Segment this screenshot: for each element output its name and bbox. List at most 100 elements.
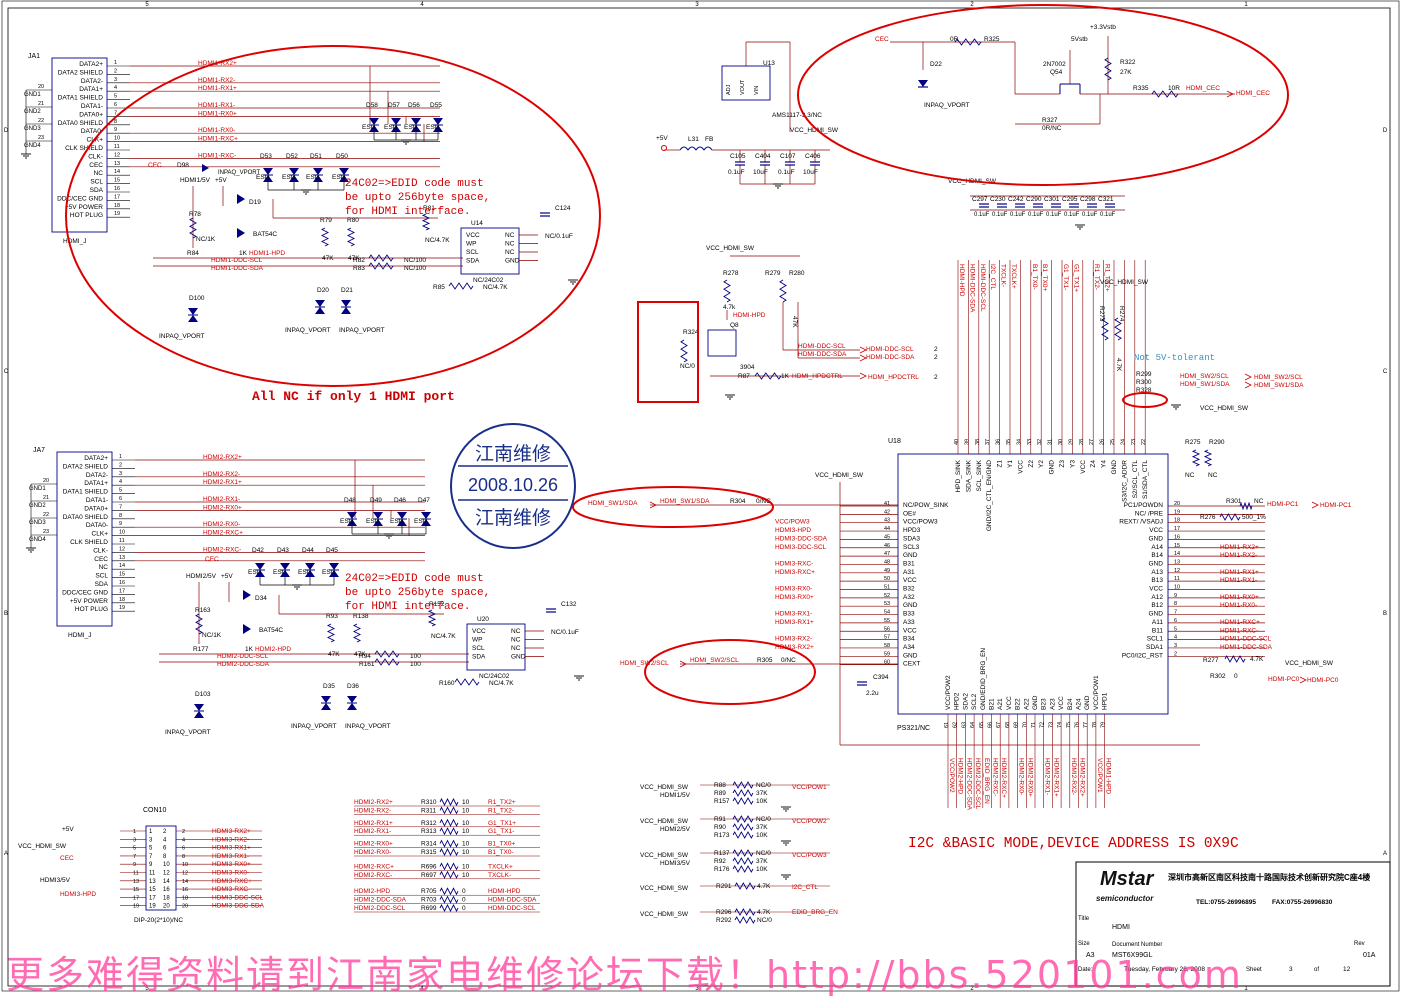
ic-pin-number: 78	[1092, 722, 1098, 728]
eeprom-pin: NC	[505, 241, 515, 248]
eeprom-pin: VCC	[466, 232, 480, 239]
net-label: HDMI2-RX0-	[1018, 758, 1025, 795]
connector-pin-number: 19	[114, 211, 120, 217]
address-resistor	[1114, 317, 1122, 341]
net-label: VCC_HDMI_SW	[1285, 660, 1334, 667]
forum-banner[interactable]: 更多难得资料请到江南家电维修论坛下载！http://bbs.520101.com	[6, 953, 1243, 997]
connector-pin-number: 1	[114, 60, 117, 66]
connector-pin-number: 5	[114, 94, 117, 100]
connector-gnd-label: GND2	[29, 503, 46, 509]
i2c-note: I2C &BASIC MODE,DEVICE ADDRESS IS 0X9C	[908, 836, 1239, 852]
date-label: Date:	[1078, 967, 1093, 973]
ic-pin-name: VCC	[1149, 586, 1163, 593]
part-value: 0R/NC	[1042, 125, 1062, 132]
divider-resistor	[732, 865, 754, 873]
esd-diode	[347, 512, 357, 519]
net-label: HDMI1-RXC+	[198, 136, 238, 143]
header-pin: 17	[149, 895, 156, 901]
eeprom-pin: WP	[472, 637, 482, 644]
resistor-ref: R314	[421, 841, 437, 848]
part-value: 0.1uF	[778, 169, 795, 176]
highlight-ellipse	[572, 486, 774, 528]
connector-pin-number: 18	[114, 203, 120, 209]
net-label: HDMI3-RXC-	[775, 560, 813, 567]
resistor-ref: R163	[195, 607, 211, 614]
ic-value: AMS1117-3.3/NC	[772, 112, 822, 119]
esd-diode	[347, 696, 357, 703]
grid-mark: B	[4, 611, 8, 617]
net-label: VCC/POW1	[792, 784, 827, 791]
tvs-label: ESD	[384, 124, 398, 131]
esd-diode	[411, 125, 421, 132]
wp-resistor	[421, 213, 431, 231]
ic-pin-name: Y4	[1101, 460, 1108, 468]
ic-pin-number: 52	[884, 593, 890, 599]
esd-diode	[373, 512, 383, 519]
connector-gnd-label: GND1	[29, 486, 46, 492]
net-label: HDMI_HPDCTRL	[792, 373, 843, 380]
offpage-net: HDMI-DDC-SDA	[866, 354, 915, 361]
connector-pin-number: 11	[114, 144, 120, 150]
net-label: HDMI2-RX0-	[203, 521, 240, 528]
connector-pin-name: DATA0+	[84, 505, 108, 512]
connector-gnd-number: 21	[43, 495, 49, 501]
connector-pin-name: CLK+	[92, 531, 109, 538]
net-label: HDMI2-RX2-	[354, 807, 391, 814]
ic-pin-name: VCC/POW2	[945, 675, 952, 710]
offpage-connector	[859, 346, 867, 354]
net-label: HDMI1-RX2-	[1220, 552, 1257, 559]
part-value: NC/4.7K	[489, 680, 514, 687]
ic-pin-number: 58	[884, 643, 890, 649]
tvs-label: ESD	[298, 569, 312, 576]
ic-pin-name: GND	[903, 602, 918, 609]
net-label: HDMI2-HPD	[957, 758, 964, 794]
part-value: NC/0	[756, 816, 771, 823]
net-label: VCC_HDMI_SW	[640, 852, 689, 859]
connector-pin-name: DATA2+	[79, 61, 103, 68]
diode-ref: D22	[930, 61, 942, 68]
part-value: 47K	[322, 255, 334, 262]
net-label: HDMI2-DDC-SCL	[354, 905, 406, 912]
schottky-diode	[243, 624, 251, 634]
sheet-label: Sheet	[1246, 967, 1262, 973]
pullup-resistor	[1191, 449, 1201, 467]
resistor-ref: R278	[723, 270, 739, 277]
part-value: NC/100	[404, 257, 426, 264]
net-label: B1_TX0+	[488, 841, 515, 848]
ic-pin-name: GND	[1149, 560, 1164, 567]
part-value: NC/0	[756, 782, 771, 789]
connector-pin-number: 3	[114, 77, 117, 83]
inductor-value: FB	[705, 136, 713, 143]
ic-pin-name: B14	[1151, 552, 1163, 559]
net-label: HDMI3-RX2+	[212, 828, 251, 835]
net-label: R1_TX2-	[1093, 264, 1100, 290]
part-value: 0R	[950, 36, 959, 43]
net-label: B1_TX0-	[488, 849, 514, 856]
net-label: G1_TX1-	[1062, 264, 1069, 290]
ic-pin-number: 39	[964, 439, 970, 445]
ic-pin-number: 67	[996, 722, 1002, 728]
net-label: HDMI-DDC-SCL	[488, 905, 536, 912]
resistor-ref: R79	[320, 217, 332, 224]
net-label: HDMI-PC0	[1268, 676, 1300, 683]
capacitor-ref: C297	[972, 196, 988, 203]
diode-ref: D35	[323, 683, 335, 690]
ic-pin-name: OE#	[903, 510, 916, 517]
resistor-ref: R91	[714, 816, 726, 823]
net-label: HDMI-HPD	[958, 264, 965, 297]
ic-pin-name: SCL3	[903, 544, 920, 551]
resistor-ref: R80	[347, 217, 359, 224]
ic-pin-name: Y1	[1007, 460, 1014, 468]
ic-pin-name: NC/ /PRE	[1135, 510, 1164, 517]
connector-pin-name: SCL	[90, 179, 103, 186]
header-pin-number: 5	[133, 846, 136, 852]
ic-pin-name: A13	[1151, 569, 1163, 576]
border-outer	[7, 7, 1391, 987]
connector-pin-number: 12	[119, 546, 125, 552]
ic-pin-name: A22	[1023, 698, 1030, 710]
ic-pin-number: 63	[961, 722, 967, 728]
eeprom-pin: NC	[511, 628, 521, 635]
net-label: VCC_HDMI_SW	[1200, 405, 1249, 412]
ic-pin-number: 33	[1027, 439, 1033, 445]
doc-label: Document Number	[1112, 942, 1162, 948]
